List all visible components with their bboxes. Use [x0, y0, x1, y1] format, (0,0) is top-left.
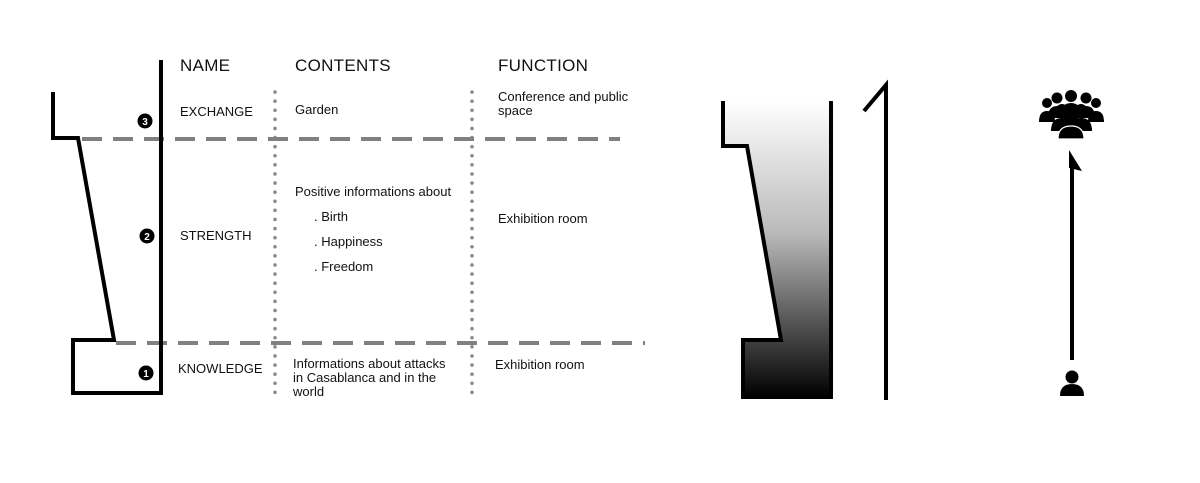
header-contents: CONTENTS — [295, 56, 391, 75]
level-badge-3: 3 — [137, 113, 153, 129]
gradient-section-outline — [721, 101, 833, 399]
level-1-function: Exhibition room — [495, 357, 585, 372]
svg-text:3: 3 — [142, 117, 148, 128]
level-3-name: EXCHANGE — [180, 104, 253, 119]
level-2-function: Exhibition room — [498, 211, 588, 226]
level-2-contents-intro: Positive informations about — [295, 184, 452, 199]
header-function: FUNCTION — [498, 56, 589, 75]
group-of-people-icon — [1039, 90, 1104, 140]
level-1-name: KNOWLEDGE — [178, 361, 263, 376]
single-person-icon — [1060, 370, 1084, 396]
level-3-function: Conference and public space — [498, 89, 629, 118]
level-1-contents: Informations about attacks in Casablanca… — [293, 356, 446, 399]
ascent-line — [862, 79, 888, 400]
header-name: NAME — [180, 56, 231, 75]
level-2-contents-item: . Happiness — [314, 234, 383, 249]
level-2-contents-item: . Birth — [314, 209, 348, 224]
building-section-outline — [51, 60, 163, 395]
level-2-contents-item: . Freedom — [314, 259, 374, 274]
svg-text:2: 2 — [144, 232, 150, 243]
level-badge-2: 2 — [139, 228, 155, 244]
level-badge-1: 1 — [138, 365, 154, 381]
journey-arrow-head — [1069, 150, 1082, 171]
level-2-name: STRENGTH — [180, 228, 252, 243]
svg-text:1: 1 — [143, 369, 149, 380]
gradient-section-shape — [723, 101, 831, 397]
level-3-contents: Garden — [295, 102, 339, 117]
